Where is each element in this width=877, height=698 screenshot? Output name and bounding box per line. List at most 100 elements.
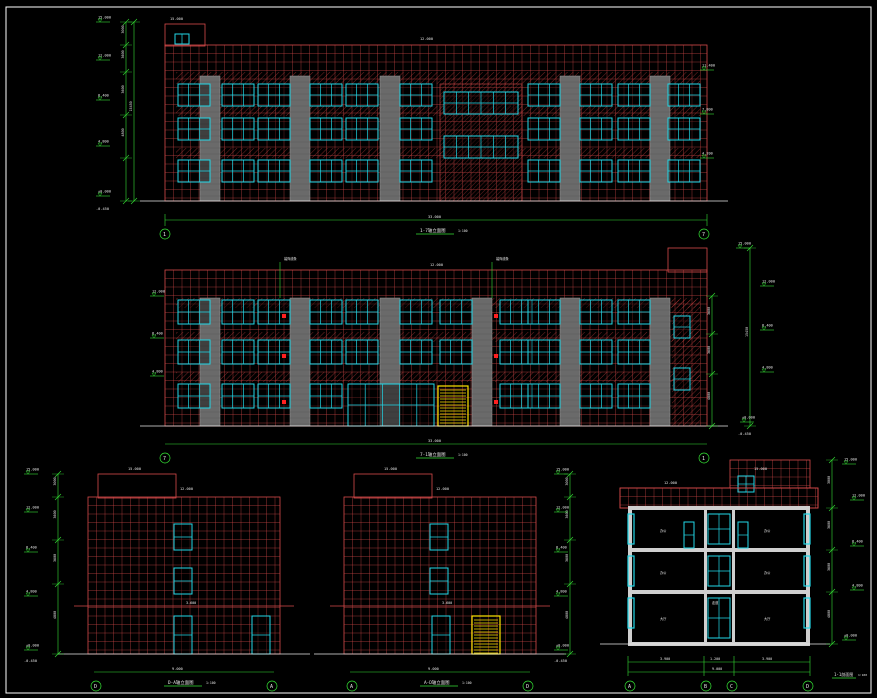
room-label: 办公 <box>660 570 667 575</box>
window <box>399 159 433 183</box>
grid-axis-bubble: 7 <box>698 228 710 240</box>
level-value: 15.000 <box>556 468 569 472</box>
grid-axis-bubble: B <box>700 680 712 692</box>
level-marker: 4.800 <box>850 584 864 591</box>
level-marker: 4.800 <box>24 590 38 597</box>
window <box>499 299 533 325</box>
level-value: 4.800 <box>762 366 773 370</box>
window <box>737 475 755 493</box>
window <box>309 159 343 183</box>
facade-tile-grid <box>164 44 708 202</box>
view-scale: 1:100 <box>458 453 468 457</box>
pilaster-column <box>379 75 401 202</box>
overall-dimension: 33.000 <box>428 215 441 219</box>
pilaster-column <box>471 297 493 427</box>
view-title-text: 1-7轴立面图 <box>420 227 446 234</box>
dim-value: 3600 <box>121 50 125 58</box>
grid-axis-bubble: 7 <box>159 452 171 464</box>
grid-axis-label: C <box>730 684 733 690</box>
overall-dimension: 9.000 <box>712 667 722 671</box>
level-marker: 8.400 <box>150 332 164 339</box>
grid-axis-bubble: D <box>802 680 814 692</box>
window <box>707 597 731 639</box>
window <box>439 339 473 365</box>
cut-window <box>803 597 811 629</box>
bubble-circle <box>346 680 358 692</box>
window <box>173 523 193 551</box>
level-value: 12.000 <box>852 494 865 498</box>
room-label: 大厅 <box>764 616 771 621</box>
grid-axis-bubble: 1 <box>698 452 710 464</box>
facade-tile-grid <box>343 496 537 655</box>
grid-axis-bubble: A <box>266 680 278 692</box>
window <box>221 117 255 141</box>
window <box>257 339 291 365</box>
window <box>673 367 691 391</box>
pilaster-column <box>289 297 311 427</box>
level-value: 4.800 <box>852 584 863 588</box>
spandrel-band <box>176 298 700 308</box>
grid-axis-label: A <box>628 684 631 690</box>
window <box>499 339 533 365</box>
dim-value: 4800 <box>565 611 569 619</box>
dim-value: 4800 <box>827 610 831 618</box>
window <box>399 299 433 325</box>
level-triangle <box>25 592 31 597</box>
view-scale: 1:100 <box>858 673 867 677</box>
grid-axis-label: D <box>94 684 97 690</box>
corridor-wall <box>704 508 707 644</box>
roof-stair-block <box>97 473 177 499</box>
level-value: 8.400 <box>26 546 37 550</box>
level-triangle <box>97 18 103 23</box>
level-marker: 4.800 <box>554 590 568 597</box>
dim-value: 3600 <box>827 563 831 571</box>
floor-slab <box>628 548 810 552</box>
bubble-circle <box>159 228 171 240</box>
level-value: 12.000 <box>556 506 569 510</box>
level-marker: 12.000 <box>850 494 865 501</box>
level-triangle <box>97 142 103 147</box>
window <box>221 299 255 325</box>
spandrel-band <box>176 372 700 382</box>
level-marker: 7.800 <box>700 108 714 115</box>
window <box>177 83 211 107</box>
window <box>429 567 449 595</box>
level-value: 4.800 <box>98 140 109 144</box>
dim-value: 3600 <box>53 554 57 562</box>
grid-axis-bubble: A <box>624 680 636 692</box>
column-body <box>649 297 671 427</box>
window <box>579 383 613 409</box>
grid-axis-bubble: A <box>346 680 358 692</box>
top-level-label: 12.000 <box>664 481 677 485</box>
pilaster-column <box>649 297 671 427</box>
dim-value: 4800 <box>121 128 125 136</box>
level-value: 12.000 <box>152 290 165 294</box>
window <box>174 33 190 45</box>
window <box>257 117 291 141</box>
level-value: -0.450 <box>96 207 109 211</box>
elevation-front: 30003600360048001545015.00012.0008.4004.… <box>96 16 728 240</box>
dim-value: 3000 <box>53 477 57 485</box>
elevation-side-left: 12.00015.0003.600300036003600480015.0001… <box>24 467 310 692</box>
window <box>707 555 731 587</box>
section-marker <box>494 354 498 358</box>
level-marker: 15.000 <box>24 468 39 475</box>
section-marker <box>282 354 286 358</box>
level-triangle <box>555 548 561 553</box>
level-triangle <box>151 372 157 377</box>
window <box>257 383 291 409</box>
dim-value: 3600 <box>53 510 57 518</box>
window <box>251 615 271 655</box>
canopy-level: 3.600 <box>186 601 196 605</box>
section-marker <box>494 400 498 404</box>
window <box>257 299 291 325</box>
view-title-text: 1-1剖面图 <box>834 671 853 677</box>
floor-slab <box>628 590 810 594</box>
dim-value: 3000 <box>565 477 569 485</box>
level-triangle <box>25 470 31 475</box>
level-triangle <box>737 244 743 249</box>
spandrel-band <box>176 72 700 84</box>
